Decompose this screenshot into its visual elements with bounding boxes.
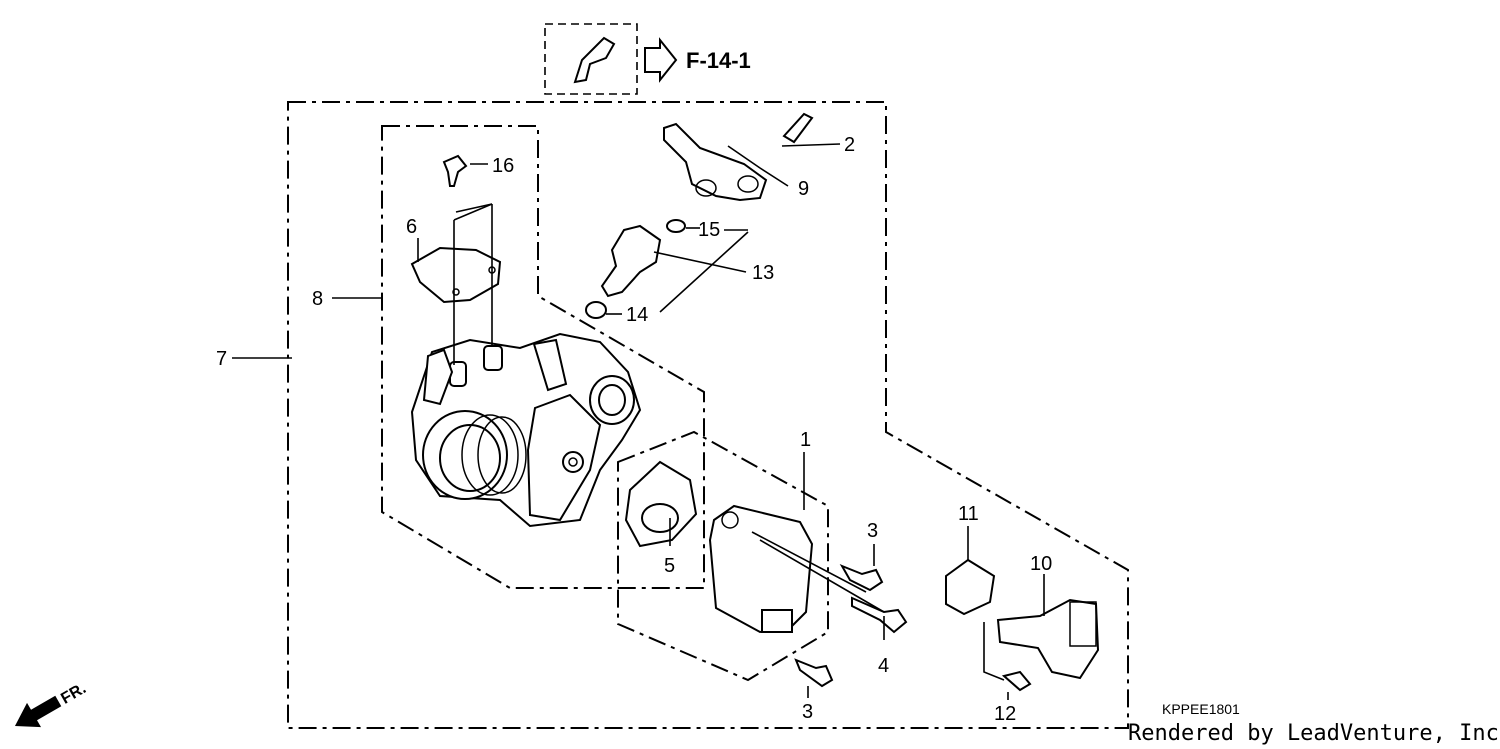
- callout-9: 9: [798, 178, 809, 200]
- clip-part[interactable]: [945, 558, 996, 616]
- sensor-10-part[interactable]: [996, 598, 1100, 680]
- o-ring-15[interactable]: [666, 219, 686, 233]
- callout-6: 6: [406, 216, 417, 238]
- sensor-boundary: [617, 430, 829, 682]
- front-direction-indicator: FR.: [14, 680, 89, 728]
- callout-15: 15: [698, 219, 720, 241]
- bolt-12[interactable]: [1001, 670, 1032, 692]
- credit-text: Rendered by LeadVenture, Inc.: [1128, 721, 1500, 746]
- bolt-3a[interactable]: [839, 564, 884, 592]
- reference-group[interactable]: F-14-1: [544, 23, 751, 95]
- callout-10: 10: [1030, 553, 1052, 575]
- callout-3a: 3: [867, 520, 878, 542]
- injector-part[interactable]: [600, 224, 662, 298]
- callout-14: 14: [626, 304, 648, 326]
- throttle-body[interactable]: [410, 332, 642, 528]
- bolt-3b[interactable]: [794, 658, 834, 688]
- callout-3b: 3: [802, 701, 813, 723]
- bolt-2[interactable]: [782, 112, 814, 144]
- callout-4: 4: [878, 655, 889, 677]
- callout-8: 8: [312, 288, 323, 310]
- reference-box: [544, 23, 638, 95]
- front-direction-arrow-icon: [14, 695, 62, 728]
- sensor-part[interactable]: [708, 504, 814, 634]
- throttle-body-boundary: [381, 125, 705, 589]
- callout-12: 12: [994, 703, 1016, 725]
- callout-13: 13: [752, 262, 774, 284]
- diagram-code: KPPEE1801: [1162, 701, 1240, 717]
- arrow-right-icon: [644, 37, 678, 83]
- callout-5: 5: [664, 555, 675, 577]
- callout-16: 16: [492, 155, 514, 177]
- reference-code: F-14-1: [686, 48, 751, 73]
- callout-2: 2: [844, 134, 855, 156]
- assembly-boundary: [287, 101, 1129, 729]
- seal-14[interactable]: [585, 301, 607, 319]
- callout-7: 7: [216, 348, 227, 370]
- callout-1: 1: [800, 429, 811, 451]
- bracket-part[interactable]: [410, 246, 502, 304]
- front-direction-label: FR.: [58, 680, 89, 708]
- bracket-icon: [573, 36, 616, 84]
- callout-11: 11: [958, 503, 979, 525]
- connector-part[interactable]: [663, 122, 768, 202]
- bolt-4[interactable]: [851, 596, 908, 634]
- screw-16[interactable]: [442, 154, 468, 187]
